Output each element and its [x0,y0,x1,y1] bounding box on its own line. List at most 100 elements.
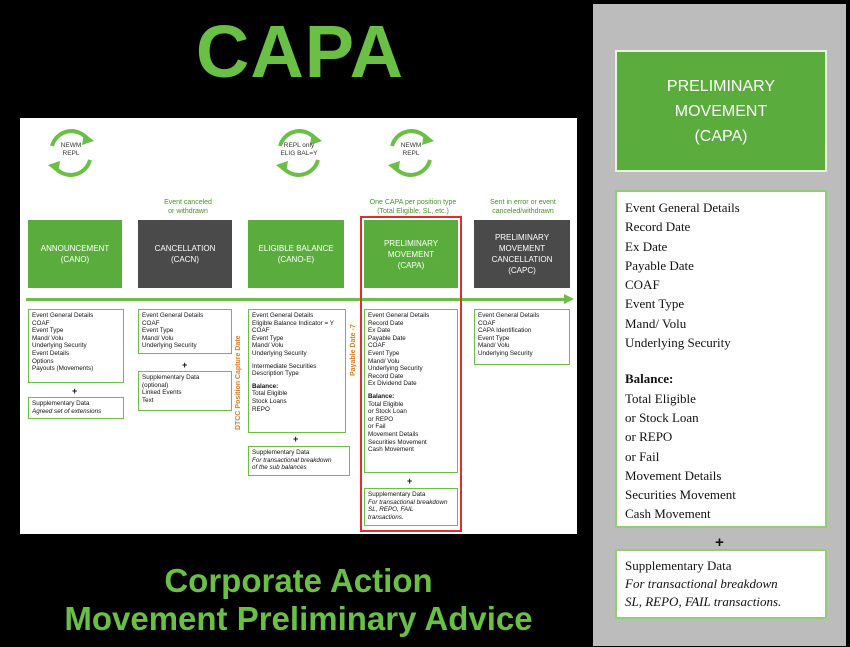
capa-lifecycle-diagram: NEWM REPL REPL only ELIG BAL=Y NEWM REPL… [20,118,577,534]
side-panel-title: PRELIMINARY MOVEMENT (CAPA) [615,50,827,172]
detail-line: Cash Movement [625,506,711,522]
footer-line-1: Corporate Action [164,562,433,599]
detail-line: Cash Movement [368,446,414,454]
footer-line-2: Movement Preliminary Advice [64,600,533,637]
detail-line: Mand/ Volu [142,334,174,342]
detail-line: Event Details [32,349,70,357]
detail-line: For transactional breakdown [368,498,448,506]
detail-line: Stock Loans [252,397,287,405]
detail-line: COAF [142,319,160,327]
detail-line: Record Date [625,219,691,235]
detail-line: Record Date [368,319,404,327]
detail-line: Underlying Security [142,342,197,350]
detail-line: Event Type [478,334,510,342]
detail-line: Supplementary Data [368,491,426,498]
detail-line: Record Date [368,372,404,380]
timeline-arrowhead [564,294,574,304]
stage-cancellation: CANCELLATION (CACN) [138,220,232,288]
detail-line: Event General Details [142,312,204,319]
detail-line: SL, REPO, FAIL transactions. [625,594,782,609]
detail-line: Event General Details [252,312,314,319]
detail-line: REPO [252,405,270,413]
detail-line: COAF [368,342,386,350]
cycle-label: REPL only ELIG BAL=Y [280,142,318,157]
detail-line: Ex Date [625,238,668,254]
detail-line: transactions. [368,513,404,521]
note-capc: Sent in error or event canceled/withdraw… [490,199,556,215]
detail-line: COAF [252,327,270,335]
detail-line: Event General Details [32,312,94,319]
detail-line: Movement Details [625,467,722,483]
detail-line: Payable Date [368,334,406,342]
cycle-label: NEWM REPL [60,142,82,157]
plus-sign: + [407,476,413,486]
detail-line: Event Type [625,296,685,312]
detail-line: Balance: [252,382,279,390]
detail-line: Eligible Balance Indicator = Y [252,319,334,327]
cycle-label: NEWM REPL [400,142,422,157]
detail-line: Intermediate Securities [252,362,317,370]
detail-line: Securities Movement [625,487,736,503]
detail-line: Total Eligible [368,400,404,408]
detail-line: Payable Date [625,257,694,273]
payable-date-label: Payable Date -7 [350,324,357,376]
detail-line: Mand/ Volu [625,315,687,331]
refresh-cycle-icon: NEWM REPL [42,124,100,182]
detail-line: or REPO [368,415,394,423]
detail-line: CAPA Identification [478,327,532,335]
detail-line: or Stock Loan [625,409,699,425]
detail-line: Event Type [32,327,64,335]
footer-title: Corporate Action Movement Preliminary Ad… [20,562,577,638]
detail-line: Mand/ Volu [478,342,510,350]
slide-title: CAPA [195,10,405,93]
detail-line: Mand/ Volu [368,357,400,365]
detail-line: Total Eligible [625,390,696,406]
detail-line: Ex Dividend Date [368,380,417,388]
detail-line: Event General Details [368,312,430,319]
detail-line: Payouts (Movements) [32,365,94,373]
detail-line: COAF [478,319,496,327]
detail-line: or Fail [625,448,660,464]
detail-line: Event Type [368,349,400,357]
stage-announcement: ANNOUNCEMENT (CANO) [28,220,122,288]
detail-line: Supplementary Data [142,374,200,381]
detail-line: Ex Date [368,327,391,335]
detail-line: Event General Details [625,200,740,215]
plus-sign: + [182,360,188,370]
detail-line: Description Type [252,370,299,378]
note-capa: One CAPA per position type (Total Eligib… [369,199,457,215]
timeline-line [26,298,566,301]
detail-line: Text [142,396,154,404]
detail-line: of the sub balances [252,464,307,472]
detail-line: Supplementary Data [32,400,90,407]
plus-sign: + [293,434,299,444]
spacer [625,352,817,369]
detail-line: Movement Details [368,430,419,438]
detail-line: Underlying Security [368,365,423,373]
detail-line: Options [32,357,54,365]
detail-line: Mand/ Volu [252,342,284,350]
detail-line: Agreed set of extensions [32,407,102,415]
detail-line: For transactional breakdown [625,576,778,591]
detail-line: or Stock Loan [368,408,407,416]
detail-line: or REPO [625,429,673,445]
detail-line: Event Type [252,334,284,342]
capa-highlight-frame [360,216,462,532]
detail-line: Event General Details [478,312,540,319]
detail-line: COAF [32,319,50,327]
plus-sign: + [72,386,78,396]
capa-side-panel: PRELIMINARY MOVEMENT (CAPA) Event Genera… [593,4,846,646]
detail-line: Supplementary Data [252,449,310,456]
detail-line: COAF [625,277,660,293]
stage-preliminary-movement: PRELIMINARY MOVEMENT (CAPA) [364,220,458,288]
